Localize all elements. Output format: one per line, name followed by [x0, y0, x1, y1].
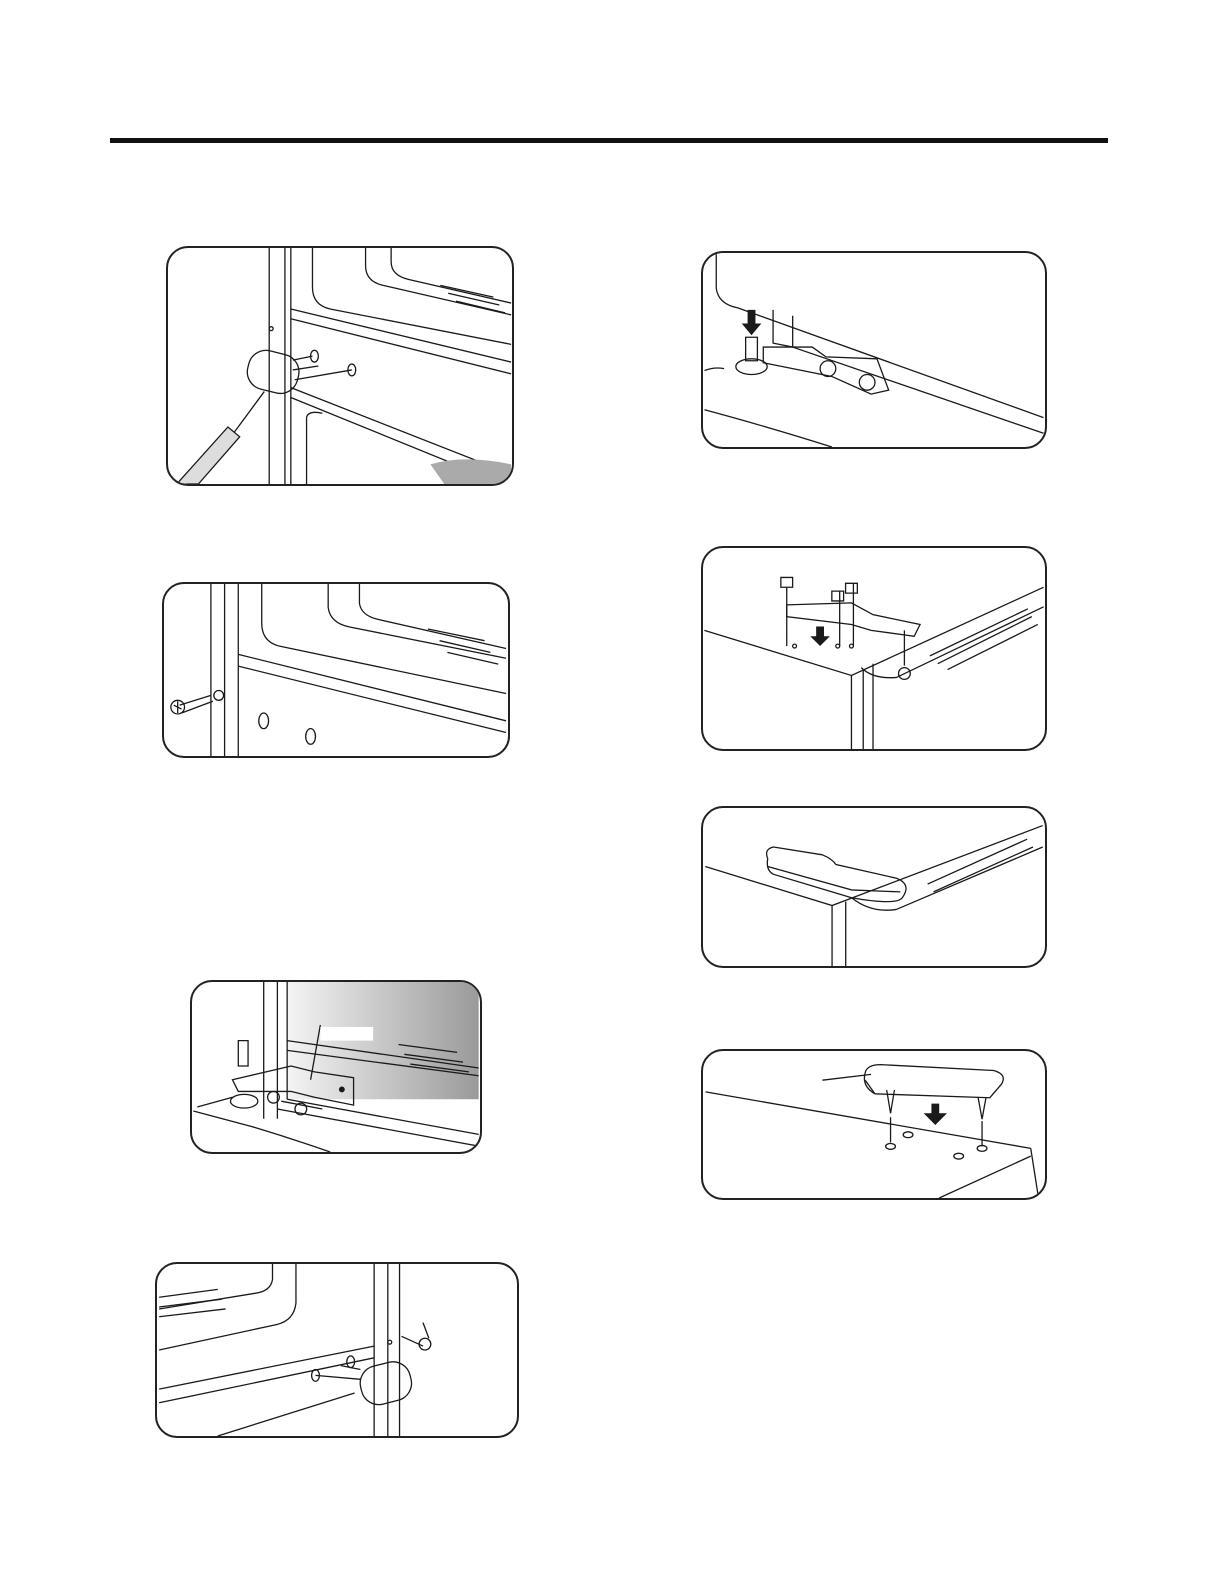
top-hinge-bracket-install-icon: [703, 548, 1045, 749]
figure-remove-hinge-cover: [166, 246, 514, 486]
top-hinge-cover-exploded-icon: [703, 1051, 1045, 1198]
figure-door-on-hinge-pin: [701, 251, 1047, 449]
header-rule: [110, 138, 1108, 143]
figure-top-hinge-bracket: [701, 546, 1047, 751]
screwdriver-removing-hinge-cover-icon: [168, 248, 512, 484]
top-hinge-cover-installed-icon: [703, 808, 1045, 966]
door-lowered-on-hinge-pin-icon: [703, 253, 1045, 447]
figure-top-hinge-cover: [701, 806, 1047, 968]
lower-hinge-bracket-exploded-icon: [192, 982, 480, 1152]
figure-lower-hinge-bracket: [190, 980, 482, 1154]
figure-insert-screw: [162, 582, 510, 758]
hinge-cover-reattach-icon: [157, 1264, 517, 1436]
figure-reattach-hinge-cover: [155, 1262, 519, 1438]
figure-top-hinge-cover-exploded: [701, 1049, 1047, 1200]
screw-into-cabinet-hole-icon: [164, 584, 508, 756]
